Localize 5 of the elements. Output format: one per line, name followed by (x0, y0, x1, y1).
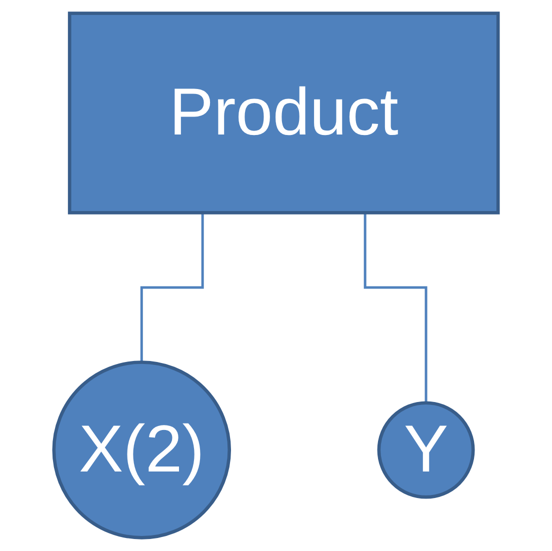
node-circle: Y (377, 401, 475, 499)
connector (140, 212, 204, 364)
connector (364, 212, 428, 404)
node-box: Product (68, 12, 500, 214)
node-circle: X(2) (52, 360, 232, 540)
